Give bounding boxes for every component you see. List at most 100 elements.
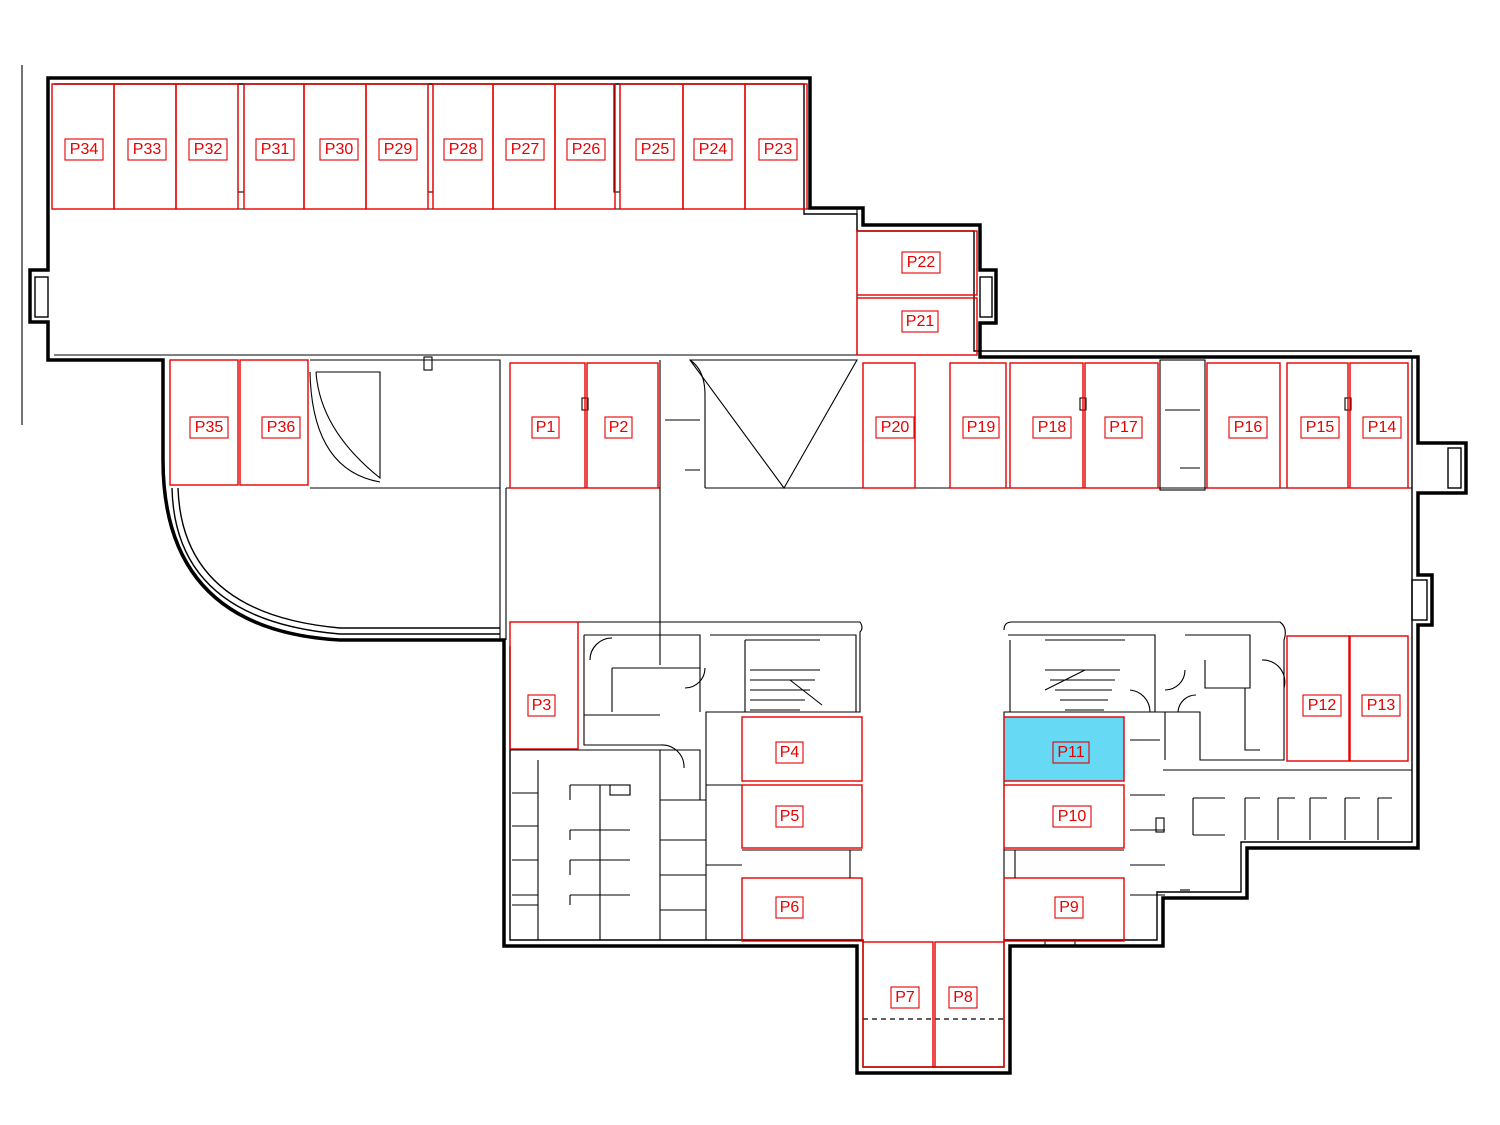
- space-p18[interactable]: [1009, 362, 1084, 489]
- space-p2[interactable]: [586, 362, 659, 489]
- space-p29[interactable]: [365, 83, 429, 210]
- space-p21[interactable]: [856, 297, 978, 356]
- label-p6: P6: [775, 896, 804, 919]
- space-p5[interactable]: [741, 784, 863, 849]
- svg-text:P4: P4: [780, 744, 800, 761]
- label-p8: P8: [948, 986, 978, 1009]
- space-p32[interactable]: [175, 83, 239, 210]
- space-p17[interactable]: [1084, 362, 1159, 489]
- svg-text:P8: P8: [953, 989, 973, 1006]
- space-p10[interactable]: [1003, 784, 1125, 849]
- label-p28: P28: [443, 138, 483, 161]
- label-p25: P25: [635, 138, 675, 161]
- label-p33: P33: [127, 138, 167, 161]
- svg-text:P1: P1: [536, 419, 556, 436]
- svg-text:P5: P5: [780, 808, 800, 825]
- label-p36: P36: [261, 416, 301, 439]
- space-p8[interactable]: [934, 941, 1005, 1068]
- label-p5: P5: [775, 805, 804, 828]
- svg-text:P35: P35: [195, 419, 224, 436]
- svg-text:P31: P31: [261, 141, 290, 158]
- svg-text:P6: P6: [780, 899, 800, 916]
- svg-text:P34: P34: [70, 141, 99, 158]
- space-p23[interactable]: [744, 83, 808, 210]
- label-p15: P15: [1300, 416, 1340, 439]
- label-p31: P31: [255, 138, 295, 161]
- svg-text:P3: P3: [532, 697, 552, 714]
- label-p4: P4: [775, 741, 804, 764]
- svg-text:P23: P23: [764, 141, 793, 158]
- svg-text:P13: P13: [1367, 697, 1396, 714]
- svg-text:P21: P21: [906, 313, 935, 330]
- label-p34: P34: [64, 138, 104, 161]
- space-p13[interactable]: [1349, 635, 1409, 762]
- label-p32: P32: [188, 138, 228, 161]
- space-p19[interactable]: [949, 362, 1007, 489]
- label-p12: P12: [1302, 694, 1342, 717]
- label-p30: P30: [319, 138, 359, 161]
- svg-text:P9: P9: [1059, 899, 1079, 916]
- label-p29: P29: [378, 138, 418, 161]
- svg-text:P24: P24: [699, 141, 728, 158]
- svg-text:P28: P28: [449, 141, 478, 158]
- label-p13: P13: [1361, 694, 1401, 717]
- space-p14[interactable]: [1349, 362, 1409, 489]
- label-p21: P21: [901, 310, 939, 333]
- svg-text:P33: P33: [133, 141, 162, 158]
- svg-text:P20: P20: [881, 419, 910, 436]
- label-p2: P2: [604, 416, 633, 439]
- svg-text:P19: P19: [967, 419, 996, 436]
- label-p18: P18: [1032, 416, 1072, 439]
- space-p7[interactable]: [862, 941, 934, 1068]
- space-p4[interactable]: [741, 716, 863, 782]
- space-p16[interactable]: [1206, 362, 1281, 489]
- label-p1: P1: [531, 416, 560, 439]
- space-p36[interactable]: [239, 359, 309, 486]
- label-p16: P16: [1228, 416, 1268, 439]
- svg-text:P26: P26: [572, 141, 601, 158]
- svg-text:P29: P29: [384, 141, 413, 158]
- svg-text:P7: P7: [895, 989, 915, 1006]
- svg-text:P22: P22: [907, 254, 936, 271]
- interior-lines: [54, 83, 1412, 1020]
- space-p26[interactable]: [554, 83, 616, 210]
- space-p9[interactable]: [1003, 877, 1125, 942]
- svg-text:P2: P2: [609, 419, 629, 436]
- space-labels: P34 P33 P32 P31 P30 P29 P28 P27 P26 P25 …: [64, 138, 1402, 1009]
- label-p10: P10: [1052, 805, 1092, 828]
- space-p6[interactable]: [741, 877, 863, 942]
- label-p27: P27: [505, 138, 545, 161]
- space-p20[interactable]: [862, 362, 916, 489]
- exterior-walls: [28, 76, 1468, 1075]
- space-p3[interactable]: [509, 621, 579, 750]
- svg-text:P11: P11: [1057, 744, 1084, 761]
- label-p19: P19: [962, 416, 1000, 439]
- label-p35: P35: [189, 416, 229, 439]
- label-p11: P11: [1052, 741, 1090, 764]
- space-p15[interactable]: [1286, 362, 1349, 489]
- space-p35[interactable]: [169, 359, 239, 486]
- svg-text:P25: P25: [641, 141, 670, 158]
- parking-spaces: [51, 83, 1409, 1068]
- label-p3: P3: [527, 694, 556, 717]
- label-p14: P14: [1362, 416, 1402, 439]
- label-p26: P26: [566, 138, 606, 161]
- svg-text:P36: P36: [267, 419, 296, 436]
- space-p1[interactable]: [509, 362, 586, 489]
- space-p22[interactable]: [856, 230, 978, 296]
- svg-text:P32: P32: [194, 141, 223, 158]
- label-p23: P23: [758, 138, 798, 161]
- svg-text:P10: P10: [1058, 808, 1087, 825]
- svg-text:P15: P15: [1306, 419, 1335, 436]
- space-p12[interactable]: [1286, 635, 1350, 762]
- label-p17: P17: [1104, 416, 1143, 439]
- svg-text:P16: P16: [1234, 419, 1263, 436]
- label-p9: P9: [1054, 896, 1084, 919]
- label-p22: P22: [901, 251, 941, 274]
- label-p24: P24: [693, 138, 733, 161]
- label-p7: P7: [890, 986, 920, 1009]
- svg-text:P18: P18: [1038, 419, 1067, 436]
- svg-text:P27: P27: [511, 141, 540, 158]
- svg-text:P14: P14: [1368, 419, 1397, 436]
- svg-text:P30: P30: [325, 141, 354, 158]
